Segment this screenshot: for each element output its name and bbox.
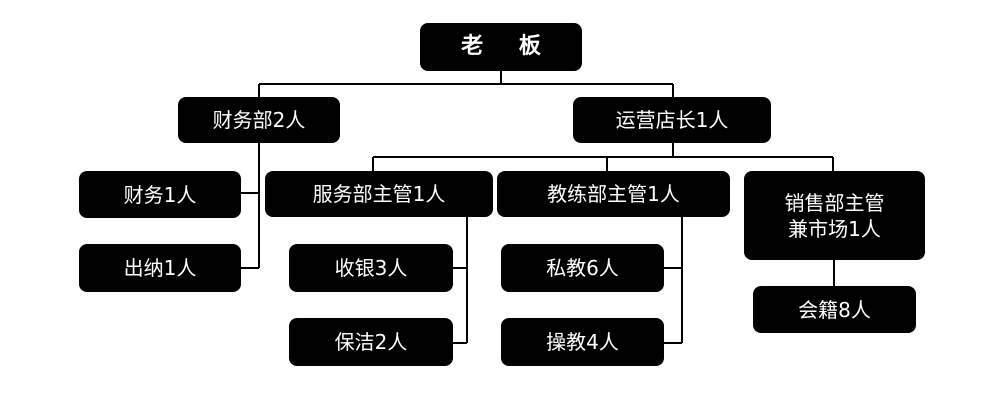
node-private-coach-label: 私教6人 bbox=[546, 256, 619, 280]
node-coach-supervisor-label: 教练部主管1人 bbox=[547, 182, 680, 206]
node-group-coach: 操教4人 bbox=[501, 318, 664, 366]
node-cashier: 出纳1人 bbox=[79, 244, 241, 292]
node-finance-dept: 财务部2人 bbox=[178, 97, 340, 143]
node-sales-supervisor: 销售部主管 兼市场1人 bbox=[744, 171, 925, 260]
node-checkout: 收银3人 bbox=[289, 244, 453, 292]
node-sales-supervisor-label: 销售部主管 兼市场1人 bbox=[784, 190, 885, 241]
node-finance-dept-label: 财务部2人 bbox=[212, 108, 306, 132]
node-cleaning: 保洁2人 bbox=[289, 318, 453, 366]
node-operations-manager-label: 运营店长1人 bbox=[615, 108, 729, 132]
node-operations-manager: 运营店长1人 bbox=[573, 97, 771, 143]
node-private-coach: 私教6人 bbox=[501, 244, 664, 292]
node-finance-staff-label: 财务1人 bbox=[123, 182, 197, 207]
node-boss: 老 板 bbox=[420, 23, 582, 71]
node-service-supervisor-label: 服务部主管1人 bbox=[312, 182, 446, 206]
node-membership: 会籍8人 bbox=[753, 286, 916, 333]
node-membership-label: 会籍8人 bbox=[798, 297, 871, 322]
node-cashier-label: 出纳1人 bbox=[123, 256, 197, 280]
node-group-coach-label: 操教4人 bbox=[546, 330, 619, 354]
node-boss-label: 老 板 bbox=[461, 33, 555, 59]
node-cleaning-label: 保洁2人 bbox=[334, 330, 408, 354]
node-finance-staff: 财务1人 bbox=[79, 171, 241, 218]
node-checkout-label: 收银3人 bbox=[334, 256, 408, 280]
node-coach-supervisor: 教练部主管1人 bbox=[497, 171, 730, 217]
node-service-supervisor: 服务部主管1人 bbox=[265, 171, 493, 217]
